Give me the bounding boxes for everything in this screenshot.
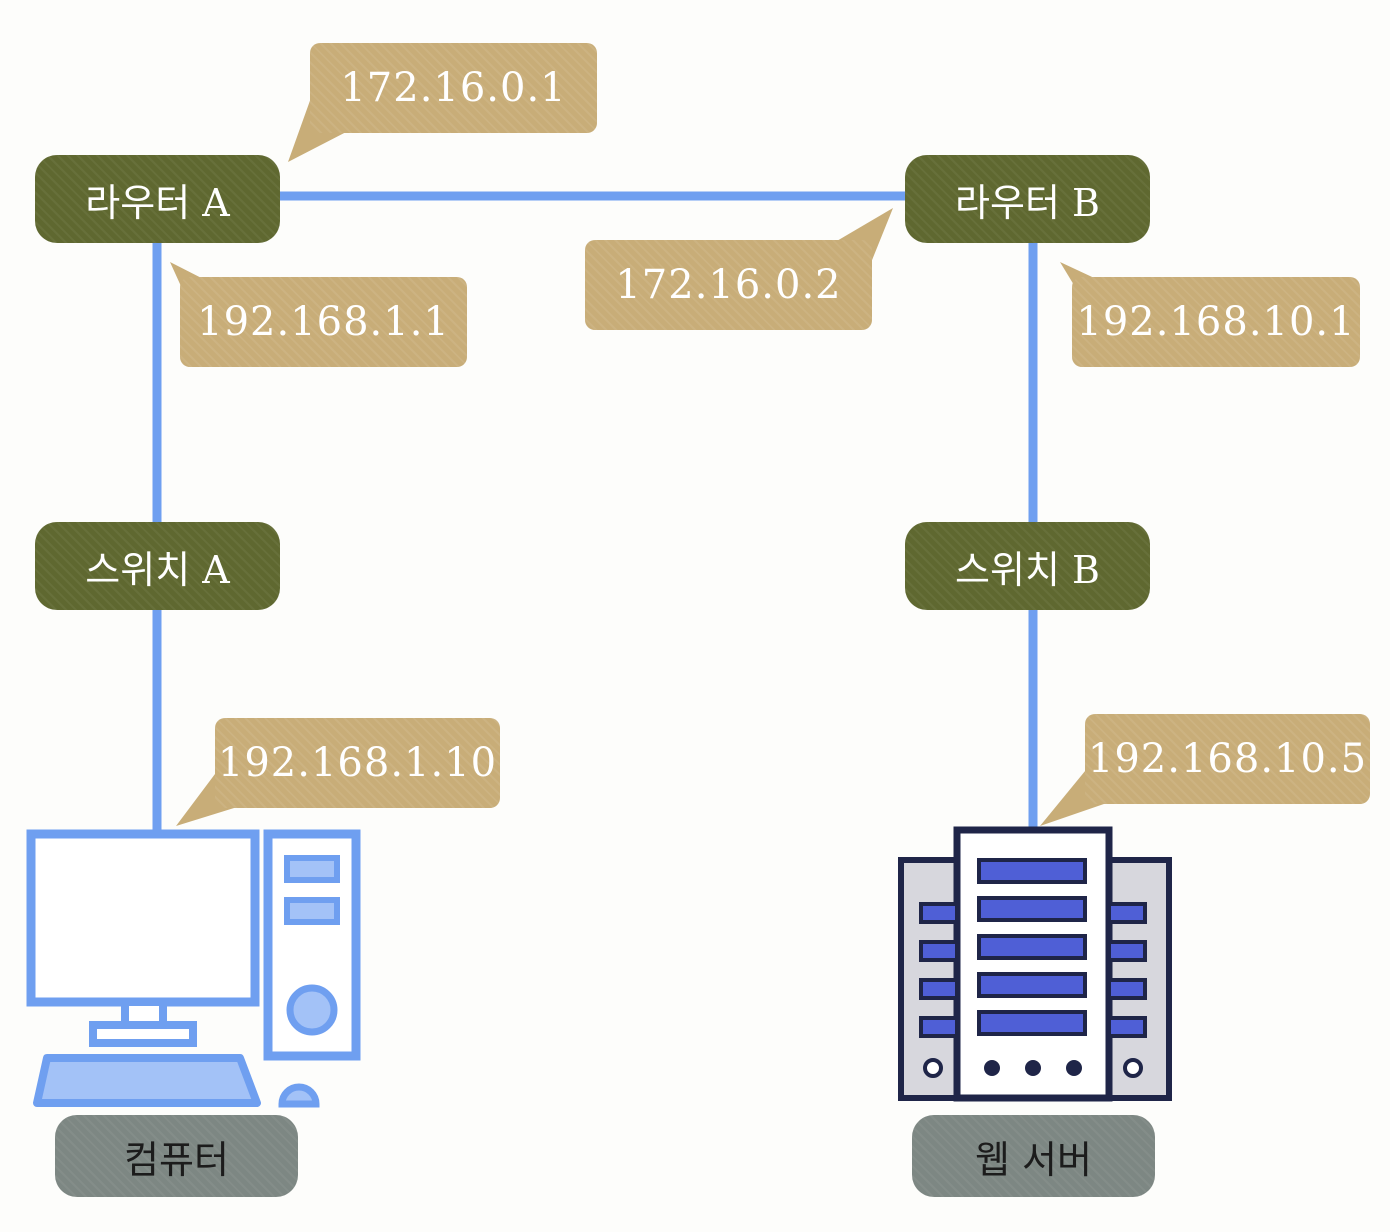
router-a-lan-address-text: 192.168.1.1 (197, 299, 450, 345)
computer-ip-address-text: 192.168.1.10 (217, 740, 498, 786)
switch-b-node: 스위치 B (905, 522, 1150, 610)
router-b-wan-address: 172.16.0.2 (585, 240, 872, 330)
switch-a-label: 스위치 A (85, 547, 230, 592)
switch-b-label: 스위치 B (955, 547, 1100, 592)
router-a-wan-address-text: 172.16.0.1 (340, 65, 567, 111)
router-a-label: 라우터 A (85, 180, 230, 225)
router-b-wan-address-text: 172.16.0.2 (615, 262, 842, 308)
computer-ip-address: 192.168.1.10 (215, 718, 500, 808)
computer-label: 컴퓨터 (124, 1137, 229, 1182)
router-b-label: 라우터 B (955, 180, 1100, 225)
router-b-node: 라우터 B (905, 155, 1150, 243)
router-a-wan-address: 172.16.0.1 (310, 43, 597, 133)
switch-a-node: 스위치 A (35, 522, 280, 610)
server-ip-address: 192.168.10.5 (1085, 714, 1370, 804)
router-b-lan-address-text: 192.168.10.1 (1076, 299, 1356, 345)
router-a-lan-address: 192.168.1.1 (180, 277, 467, 367)
computer-node: 컴퓨터 (55, 1115, 298, 1197)
server-rack-icon (898, 826, 1172, 1102)
router-b-lan-address: 192.168.10.1 (1072, 277, 1360, 367)
desktop-computer-icon (26, 829, 361, 1108)
web-server-node: 웹 서버 (912, 1115, 1155, 1197)
web-server-label: 웹 서버 (975, 1137, 1092, 1182)
router-a-node: 라우터 A (35, 155, 280, 243)
server-ip-address-text: 192.168.10.5 (1087, 736, 1368, 782)
